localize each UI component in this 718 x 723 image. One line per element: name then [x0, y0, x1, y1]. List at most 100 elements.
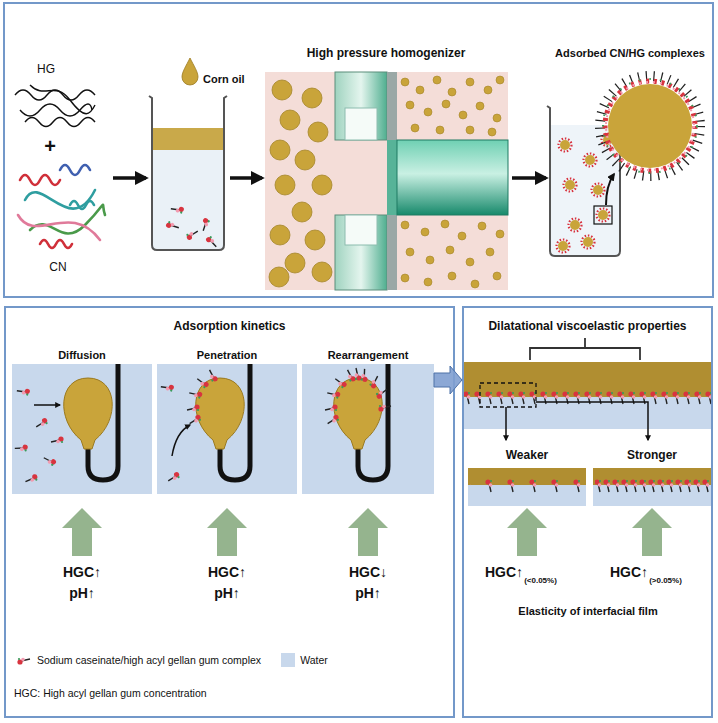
coated-droplet-closeup [600, 76, 700, 176]
heading-holder: Adsorption kinetics [6, 308, 453, 334]
caseinate-ribbon [20, 175, 60, 185]
machine-figure [335, 215, 387, 290]
caseinate-ribbon [18, 215, 100, 240]
figure-label: pH↑ [214, 585, 240, 601]
machine-figure [496, 76, 504, 84]
machine-figure [416, 86, 424, 94]
heading-holder: Diffusion [4, 345, 160, 363]
figure-label: HGC↑ [208, 564, 246, 580]
label-holder: Adsorbed CN/HG complexes [555, 42, 705, 61]
heading-text: Diffusion [58, 349, 106, 361]
emulsion-beaker [584, 154, 597, 167]
stage-figure [334, 364, 388, 480]
figure-label: + [44, 135, 56, 157]
stage-figure [369, 375, 382, 389]
machine-figure [471, 280, 479, 288]
mixing-beaker [149, 96, 227, 250]
machine-figure [387, 140, 397, 215]
mixing-beaker [153, 128, 223, 150]
heading-text: Penetration [197, 349, 258, 361]
stage-figure [346, 368, 356, 382]
caseinate-ribbon [60, 165, 90, 175]
label-holder: High pressure homogenizer [307, 42, 466, 61]
stage-figure [325, 404, 338, 411]
machine-figure [275, 175, 295, 195]
machine-figure [397, 140, 508, 215]
label-holder: (>0.05%) [649, 568, 682, 587]
emulsion-beaker [606, 174, 614, 205]
label-holder: HGC↑ [208, 562, 246, 581]
machine-figure [265, 72, 508, 290]
machine-figure [312, 262, 332, 282]
stage-figure [34, 404, 60, 406]
emulsion-beaker [597, 209, 610, 222]
machine-figure [476, 102, 484, 110]
interface-figure [464, 338, 711, 495]
machine-figure [272, 80, 292, 100]
trend-arrow [632, 508, 672, 556]
machine-figure [401, 221, 409, 229]
interface-figure [530, 338, 640, 360]
legend-text: Water [300, 654, 328, 666]
machine-figure [426, 256, 434, 264]
caseinate-ribbon [30, 205, 105, 234]
stage-figure [43, 453, 57, 466]
mixing-beaker [185, 230, 199, 241]
machine-figure [459, 111, 467, 119]
machine-figure [421, 228, 429, 236]
process-arrow [230, 176, 262, 180]
machine-figure [312, 175, 332, 195]
label-holder: CN [49, 256, 66, 275]
figure-label: CN [49, 260, 66, 274]
mixing-beaker [205, 235, 217, 249]
figure-label: HGC↓ [349, 564, 387, 580]
coated-droplet-closeup [603, 79, 697, 173]
stage-figure [196, 375, 209, 389]
figure-label: (>0.05%) [649, 576, 682, 585]
label-holder: HGC↓ [349, 562, 387, 581]
legend-item: Sodium caseinate/high acyl gellan gum co… [16, 653, 261, 667]
machine-figure [433, 76, 441, 84]
emulsion-beaker [569, 219, 582, 232]
stage-figure [160, 382, 174, 393]
legend-box: Sodium caseinate/high acyl gellan gum co… [16, 653, 328, 667]
interface-figure [480, 383, 536, 407]
trend-arrow [62, 508, 102, 556]
machine-figure [441, 220, 449, 228]
stage-figure [327, 388, 341, 400]
machine-figure [345, 215, 377, 245]
stage-figure [334, 375, 347, 389]
emulsion-beaker [557, 240, 570, 253]
machine-figure [270, 140, 290, 160]
stage-figure [375, 388, 389, 400]
trend-arrow [207, 508, 247, 556]
figure-label: (<0.05%) [524, 576, 557, 585]
heading-text: Dilatational viscoelastic properties [488, 319, 686, 333]
label-holder: Corn oil [203, 68, 245, 87]
caseinate-ribbon [70, 201, 94, 209]
heading-text: Adsorption kinetics [173, 319, 285, 333]
machine-figure [424, 108, 432, 116]
stage-figure [378, 405, 391, 412]
process-arrow [512, 176, 546, 180]
stage-figure [166, 471, 180, 482]
heading-text: Rearrangement [328, 349, 409, 361]
stage-figure [172, 425, 190, 456]
flow-arrow [434, 366, 462, 394]
label-holder: (<0.05%) [524, 568, 557, 587]
caseinate-ribbon [25, 190, 95, 209]
label-holder: pH↑ [355, 583, 381, 602]
machine-figure [285, 253, 305, 273]
stage-figure [51, 436, 64, 443]
machine-figure [406, 101, 414, 109]
mixing-beaker [170, 204, 184, 215]
heading-text: Weaker [506, 448, 548, 462]
legend-sample [17, 658, 30, 665]
heading-holder: Penetration [149, 345, 305, 363]
stage-figure [355, 368, 362, 381]
machine-figure [406, 248, 414, 256]
machine-figure [387, 72, 397, 140]
machine-figure [265, 72, 508, 290]
machine-figure [411, 124, 419, 132]
stage-figure [15, 364, 391, 483]
